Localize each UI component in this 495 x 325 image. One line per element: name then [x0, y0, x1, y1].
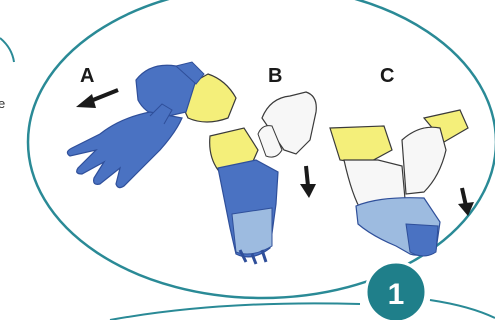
step-circle-frame [26, 0, 495, 300]
left-fragment-text: e [0, 96, 5, 111]
arrow-b-icon [304, 165, 310, 187]
step-number: 1 [387, 278, 405, 311]
previous-panel-fragment [0, 37, 15, 63]
arrow-c-icon [460, 187, 468, 207]
next-circle-edge-right [429, 299, 495, 319]
panel-c-illustration: C [329, 65, 474, 257]
panel-b-letter: B [268, 65, 282, 87]
panel-b-illustration: B [209, 65, 317, 265]
next-circle-edge [109, 302, 361, 321]
panel-a-illustration: A [66, 61, 237, 189]
panel-a-letter: A [80, 65, 94, 87]
panel-c-letter: C [380, 65, 394, 87]
